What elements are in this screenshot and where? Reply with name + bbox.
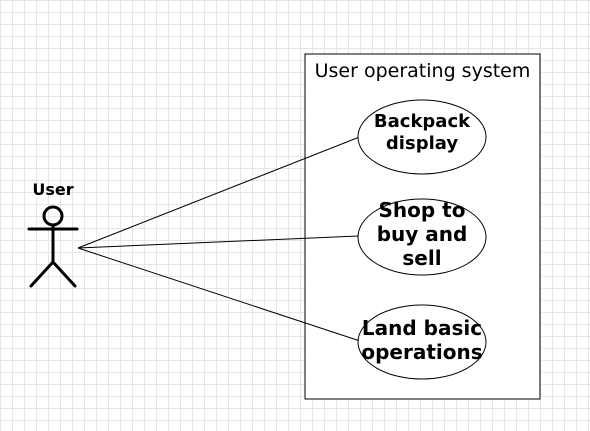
use-case-label-shop: Shop to buy and sell <box>376 198 468 270</box>
use-case-label-land: Land basic operations <box>361 316 483 364</box>
actor-figure[interactable] <box>27 205 79 288</box>
actor-right-leg <box>51 260 77 288</box>
actor-left-leg <box>29 260 55 288</box>
association-land <box>77 247 361 342</box>
association-shop <box>77 235 359 249</box>
use-case-backpack[interactable] <box>357 99 487 175</box>
actor-label: User <box>32 180 74 199</box>
system-title: User operating system <box>314 60 531 82</box>
association-backpack <box>77 135 363 249</box>
use-case-shop[interactable] <box>357 198 487 276</box>
use-case-land[interactable] <box>357 304 487 380</box>
use-case-label-backpack: Backpack display <box>373 111 471 154</box>
actor-head <box>42 205 64 227</box>
